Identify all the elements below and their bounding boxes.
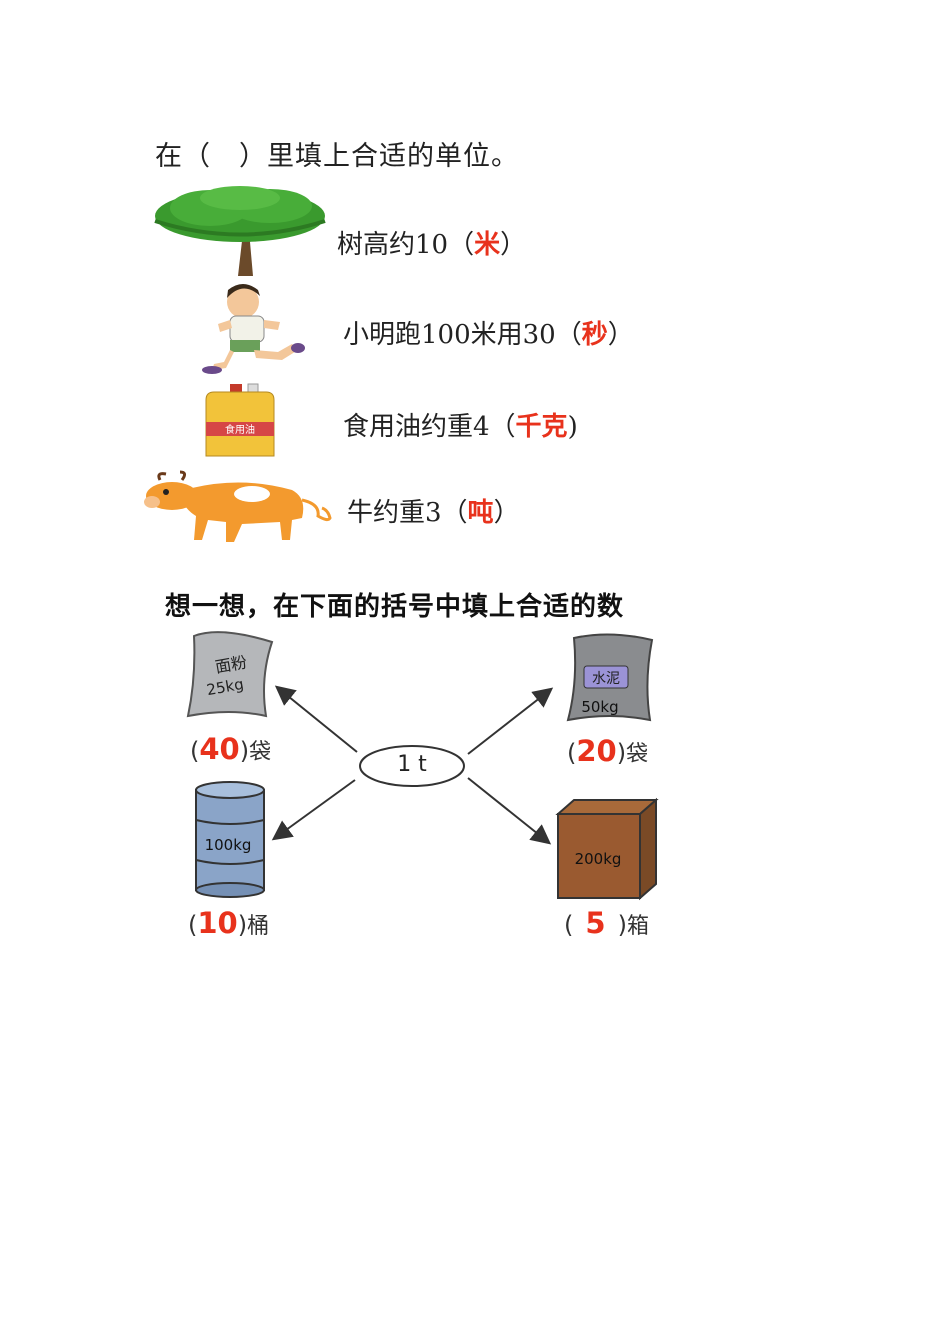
boy-running-icon xyxy=(202,284,305,374)
box-weight: 200kg xyxy=(575,850,622,868)
close-paren: ) xyxy=(617,911,627,939)
unit-barrel: 桶 xyxy=(247,914,270,939)
answer-cow: 吨 xyxy=(467,498,494,528)
close-paren: ） xyxy=(493,498,520,528)
barrel-icon: 100kg xyxy=(195,781,265,898)
section1-instruction: 在（ ）里填上合适的单位。 xyxy=(155,141,519,172)
barrel-weight: 100kg xyxy=(205,836,252,854)
section2-instruction: 想一想，在下面的括号中填上合适的数 xyxy=(165,592,625,622)
unit-cement: 袋 xyxy=(626,742,649,767)
answer-barrel: 10 xyxy=(197,906,238,940)
count-cement: (20)袋 xyxy=(567,734,648,768)
item-tree-text: 树高约10（ xyxy=(337,230,475,260)
tree-icon xyxy=(154,186,326,276)
item-cow: 牛约重3（吨） xyxy=(347,492,520,529)
arrows-diagram xyxy=(271,685,554,845)
cement-bag-icon: 水泥 50kg xyxy=(566,633,654,722)
item-boy: 小明跑100米用30（秒） xyxy=(343,314,634,351)
unit-box: 箱 xyxy=(626,914,649,939)
item-tree: 树高约10（米） xyxy=(337,224,526,261)
count-box: (5)箱 xyxy=(564,906,649,940)
open-paren: ( xyxy=(188,911,198,939)
close-paren: ) xyxy=(567,412,578,442)
answer-boy: 秒 xyxy=(581,320,608,350)
oil-label: 食用油 xyxy=(225,423,255,436)
unit-flour: 袋 xyxy=(249,740,272,765)
cement-weight: 50kg xyxy=(581,698,618,716)
close-paren: ) xyxy=(237,911,248,939)
open-paren: ( xyxy=(567,739,577,767)
answer-oil: 千克 xyxy=(515,412,568,442)
box-icon: 200kg xyxy=(555,797,659,901)
close-paren: ） xyxy=(500,230,527,260)
item-cow-text: 牛约重3（ xyxy=(347,498,468,528)
answer-cement: 20 xyxy=(576,734,617,768)
center-label: 1 t xyxy=(397,752,427,777)
item-boy-text: 小明跑100米用30（ xyxy=(343,320,582,350)
answer-flour: 40 xyxy=(199,732,240,766)
close-paren: ） xyxy=(607,320,634,350)
cement-label: 水泥 xyxy=(592,671,620,687)
close-paren: ) xyxy=(239,737,250,765)
cow-icon xyxy=(144,470,332,542)
answer-box: 5 xyxy=(585,906,606,940)
item-oil: 食用油约重4（千克) xyxy=(343,406,578,443)
flour-bag-icon: 面粉 25kg xyxy=(186,631,274,718)
open-paren: ( xyxy=(190,737,200,765)
answer-tree: 米 xyxy=(474,230,501,260)
count-flour: (40)袋 xyxy=(190,732,271,766)
oil-bottle-icon: 食用油 xyxy=(205,383,275,457)
count-barrel: (10)桶 xyxy=(188,906,269,940)
open-paren: ( xyxy=(564,911,574,939)
close-paren: ) xyxy=(616,739,627,767)
item-oil-text: 食用油约重4（ xyxy=(343,412,516,442)
